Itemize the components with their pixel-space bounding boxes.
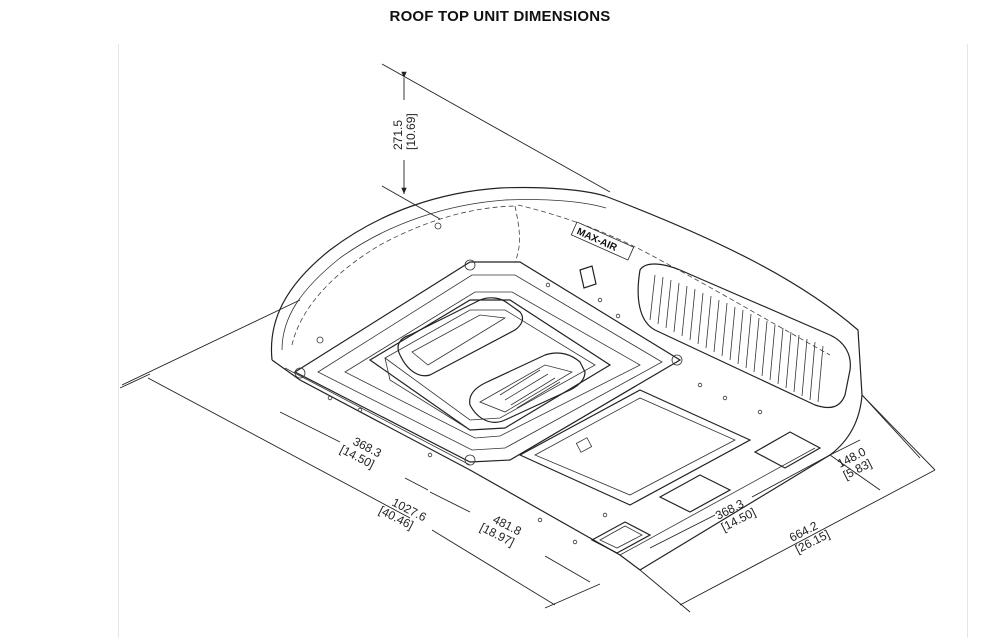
duct-opening	[368, 297, 612, 431]
dim-front-opening: 368.3 [14.50]	[338, 434, 384, 471]
dim-height: 271.5 [10.69]	[391, 113, 418, 150]
svg-text:271.5: 271.5	[391, 120, 405, 150]
svg-text:[10.69]: [10.69]	[404, 113, 418, 150]
dimension-lines	[119, 63, 936, 613]
dim-overall-width: 664.2 [26.15]	[787, 518, 832, 556]
drawing-frame	[118, 44, 968, 638]
condenser-grille	[637, 263, 851, 409]
base-plate	[518, 389, 822, 554]
dim-overall-length: 1027.6 [40.46]	[377, 495, 429, 532]
dim-offset: 148.0 [5.83]	[835, 444, 874, 482]
return-grille	[469, 352, 586, 423]
fastener-holes	[327, 282, 763, 545]
unit-shroud	[270, 186, 863, 571]
dim-rear-section: 481.8 [18.97]	[478, 512, 524, 549]
mounting-flange	[293, 222, 683, 466]
page-title: ROOF TOP UNIT DIMENSIONS	[389, 8, 611, 25]
dim-side-opening: 368.3 [14.50]	[713, 496, 758, 534]
